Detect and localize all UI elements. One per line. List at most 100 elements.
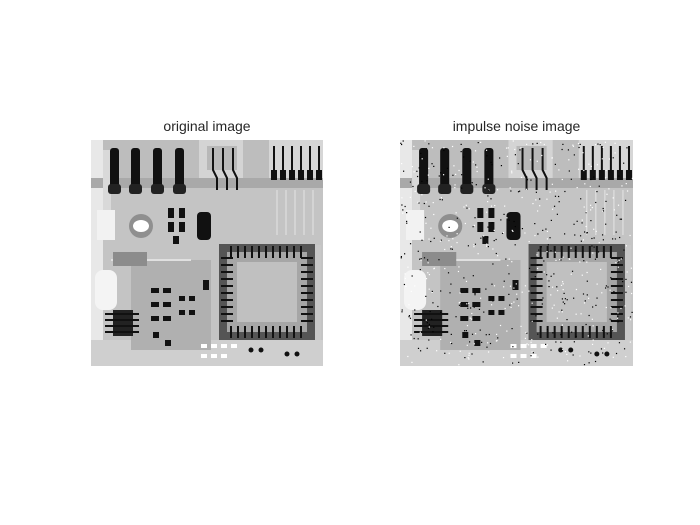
noise-pixel <box>454 187 456 189</box>
noisy-image <box>400 140 633 366</box>
noise-pixel <box>464 222 466 225</box>
noise-pixel <box>419 157 421 159</box>
noise-pixel <box>514 226 516 228</box>
noise-pixel <box>573 341 575 343</box>
noise-pixel <box>458 364 460 366</box>
noise-pixel <box>531 320 533 322</box>
noise-pixel <box>460 143 462 145</box>
noise-pixel <box>409 196 411 198</box>
noise-pixel <box>450 283 452 285</box>
noise-pixel <box>531 339 533 341</box>
noise-pixel <box>569 258 571 260</box>
noise-pixel <box>583 260 585 262</box>
noise-pixel <box>561 281 564 283</box>
noise-pixel <box>556 286 558 288</box>
noise-pixel <box>487 236 489 239</box>
noise-pixel <box>427 327 430 329</box>
noise-pixel <box>612 157 614 159</box>
noise-pixel <box>631 311 633 313</box>
noise-pixel <box>473 224 475 226</box>
noise-pixel <box>471 312 473 315</box>
noise-pixel <box>411 361 413 363</box>
noise-pixel <box>480 237 482 239</box>
noise-pixel <box>623 249 625 251</box>
noise-pixel <box>497 337 499 339</box>
noise-pixel <box>440 197 442 199</box>
noise-pixel <box>409 317 412 319</box>
noise-pixel <box>524 232 526 234</box>
noise-pixel <box>451 145 454 148</box>
noise-pixel <box>532 203 534 205</box>
noise-pixel <box>418 167 420 169</box>
noise-pixel <box>401 204 403 206</box>
noise-pixel <box>487 178 489 180</box>
noise-pixel <box>416 170 418 172</box>
noise-pixel <box>428 288 430 290</box>
noise-pixel <box>478 308 481 310</box>
noise-pixel <box>555 341 557 343</box>
noise-pixel <box>521 228 524 230</box>
noise-pixel <box>427 259 429 261</box>
noise-pixel <box>484 187 486 189</box>
noise-pixel <box>470 307 472 309</box>
noise-pixel <box>602 352 604 354</box>
noise-pixel <box>536 210 539 212</box>
noise-pixel <box>401 311 403 313</box>
noise-pixel <box>602 210 604 212</box>
noise-pixel <box>448 240 450 242</box>
noise-pixel <box>592 339 594 341</box>
noise-pixel <box>575 249 577 252</box>
noise-pixel <box>496 189 499 191</box>
noise-pixel <box>511 172 513 174</box>
noise-pixel <box>583 169 585 172</box>
noise-pixel <box>502 357 505 359</box>
noise-pixel <box>589 185 591 188</box>
noise-pixel <box>551 286 554 288</box>
noise-pixel <box>536 272 538 274</box>
noise-pixel <box>532 352 534 354</box>
noise-pixel <box>600 268 602 270</box>
noise-pixel <box>456 217 458 219</box>
noise-pixel <box>451 220 454 223</box>
noise-pixel <box>472 226 474 228</box>
noise-pixel <box>516 298 518 300</box>
noise-pixel <box>483 311 485 313</box>
noise-pixel <box>455 212 457 214</box>
noise-pixel <box>439 240 442 242</box>
noise-pixel <box>537 356 539 358</box>
noise-pixel <box>596 283 598 285</box>
noise-pixel <box>624 199 627 201</box>
noise-pixel <box>586 232 588 234</box>
noise-pixel <box>619 218 621 220</box>
noise-pixel <box>607 342 609 344</box>
noise-pixel <box>483 235 485 237</box>
noise-pixel <box>570 247 572 249</box>
noise-pixel <box>513 287 515 289</box>
noise-pixel <box>612 238 614 240</box>
noise-pixel <box>579 261 581 263</box>
noise-pixel <box>551 157 553 159</box>
noise-pixel <box>561 178 563 181</box>
noise-pixel <box>580 240 582 242</box>
noise-pixel <box>546 344 549 346</box>
impulse-noise-dots <box>400 140 633 366</box>
noise-pixel <box>514 244 516 246</box>
noise-pixel <box>548 280 550 282</box>
noise-pixel <box>506 330 508 332</box>
noise-pixel <box>541 303 543 305</box>
noise-pixel <box>428 167 430 169</box>
noise-pixel <box>591 237 593 240</box>
noise-pixel <box>426 180 428 182</box>
noise-pixel <box>436 350 438 352</box>
noise-pixel <box>448 352 450 354</box>
noise-pixel <box>555 259 557 261</box>
noise-pixel <box>405 285 407 287</box>
noise-pixel <box>562 283 564 285</box>
noise-pixel <box>527 344 530 346</box>
noise-pixel <box>468 341 471 343</box>
noise-pixel <box>568 159 570 161</box>
noise-pixel <box>449 292 451 294</box>
noise-pixel <box>468 208 470 210</box>
noise-pixel <box>613 209 615 211</box>
